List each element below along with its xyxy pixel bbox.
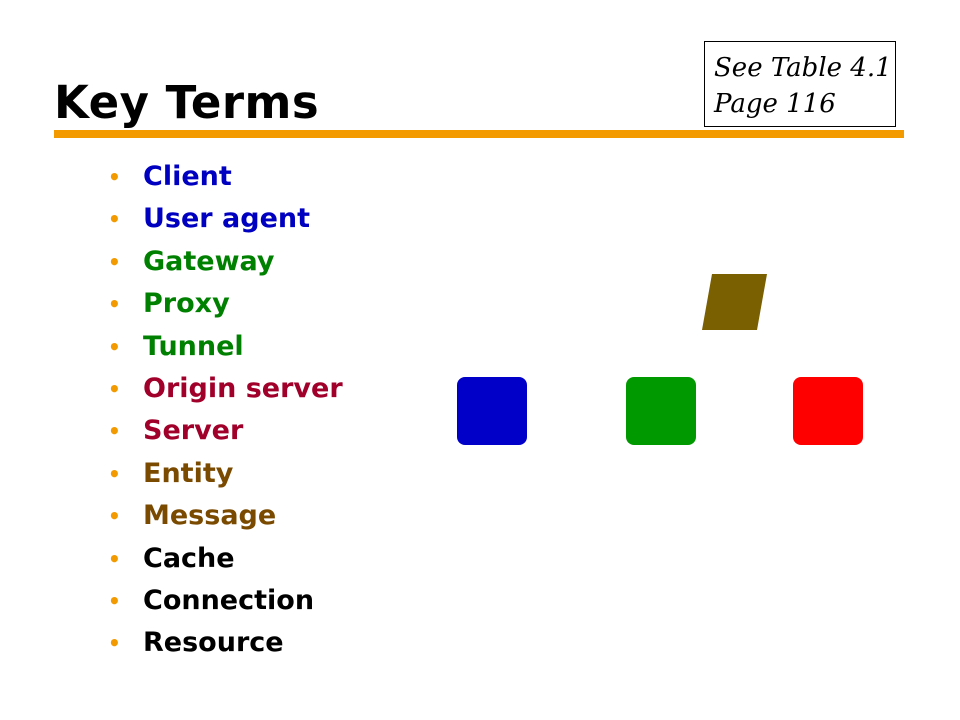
term-item-proxy: • Proxy	[108, 283, 343, 325]
term-item-connection: • Connection	[108, 580, 343, 622]
term-label: Server	[143, 415, 244, 447]
bullet-icon: •	[108, 419, 121, 444]
term-item-message: • Message	[108, 495, 343, 537]
term-item-gateway: • Gateway	[108, 241, 343, 283]
bullet-icon: •	[108, 631, 121, 656]
term-label: Resource	[143, 627, 284, 659]
term-item-origin-server: • Origin server	[108, 368, 343, 410]
term-label: User agent	[143, 203, 311, 235]
bullet-icon: •	[108, 546, 121, 571]
bullet-icon: •	[108, 165, 121, 189]
bullet-icon: •	[108, 334, 121, 359]
term-item-server: • Server	[108, 410, 343, 452]
term-item-user-agent: • User agent	[108, 198, 343, 240]
bullet-icon: •	[108, 376, 121, 401]
term-item-client: • Client	[108, 156, 343, 198]
bullet-icon: •	[108, 249, 121, 274]
term-label: Client	[143, 161, 232, 192]
term-label: Proxy	[143, 288, 230, 320]
green-square-shape	[626, 377, 696, 445]
term-item-entity: • Entity	[108, 453, 343, 495]
bullet-icon: •	[108, 207, 121, 232]
term-item-cache: • Cache	[108, 538, 343, 580]
term-label: Entity	[143, 457, 234, 489]
olive-parallelogram-shape	[702, 274, 767, 330]
term-label: Tunnel	[143, 330, 244, 362]
term-label: Message	[143, 500, 277, 532]
reference-box: See Table 4.1 Page 116	[704, 41, 896, 127]
bullet-icon: •	[108, 461, 121, 486]
blue-square-shape	[457, 377, 527, 445]
term-item-tunnel: • Tunnel	[108, 326, 343, 368]
reference-table: See Table 4.1	[714, 53, 892, 83]
term-label: Cache	[143, 542, 235, 574]
red-square-shape	[793, 377, 863, 445]
bullet-icon: •	[108, 292, 121, 317]
term-label: Origin server	[143, 372, 343, 404]
term-label: Connection	[143, 584, 315, 616]
bullet-icon: •	[108, 504, 121, 529]
term-item-resource: • Resource	[108, 622, 343, 664]
slide-title: Key Terms	[54, 76, 320, 129]
reference-page: Page 116	[714, 89, 836, 119]
term-label: Gateway	[143, 245, 275, 277]
key-terms-list: • Client • User agent • Gateway • Proxy • Tun…	[108, 156, 343, 665]
bullet-icon: •	[108, 588, 121, 613]
title-underline	[54, 130, 904, 138]
